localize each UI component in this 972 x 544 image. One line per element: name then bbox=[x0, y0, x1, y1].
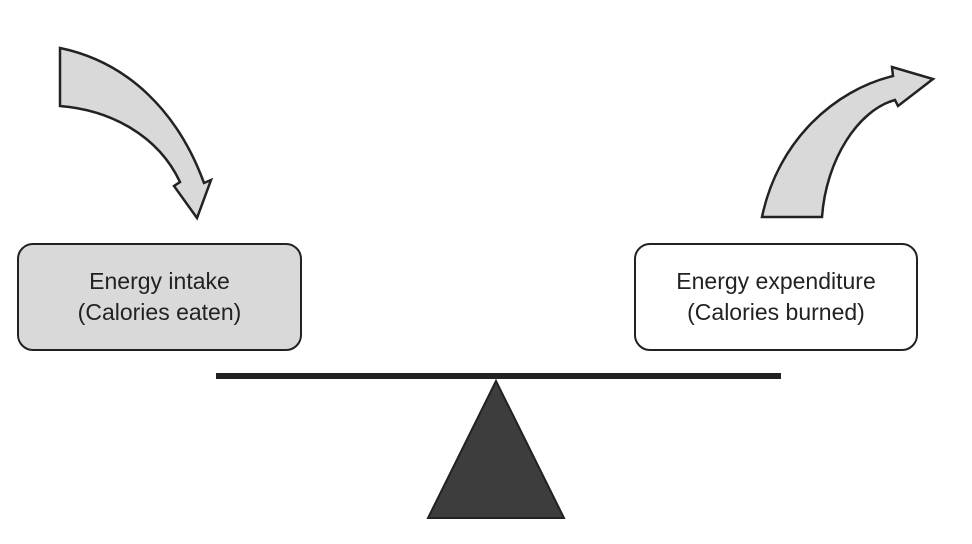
energy-expenditure-title: Energy expenditure bbox=[676, 268, 876, 294]
expenditure-arrow-icon bbox=[760, 65, 936, 219]
energy-expenditure-subtitle: (Calories burned) bbox=[687, 299, 865, 325]
energy-intake-subtitle: (Calories eaten) bbox=[77, 299, 242, 325]
energy-intake-box: Energy intake (Calories eaten) bbox=[17, 243, 302, 351]
seesaw-fulcrum bbox=[426, 378, 566, 519]
energy-expenditure-box: Energy expenditure (Calories burned) bbox=[634, 243, 918, 351]
intake-arrow-icon bbox=[58, 46, 214, 221]
energy-intake-title: Energy intake bbox=[89, 268, 230, 294]
